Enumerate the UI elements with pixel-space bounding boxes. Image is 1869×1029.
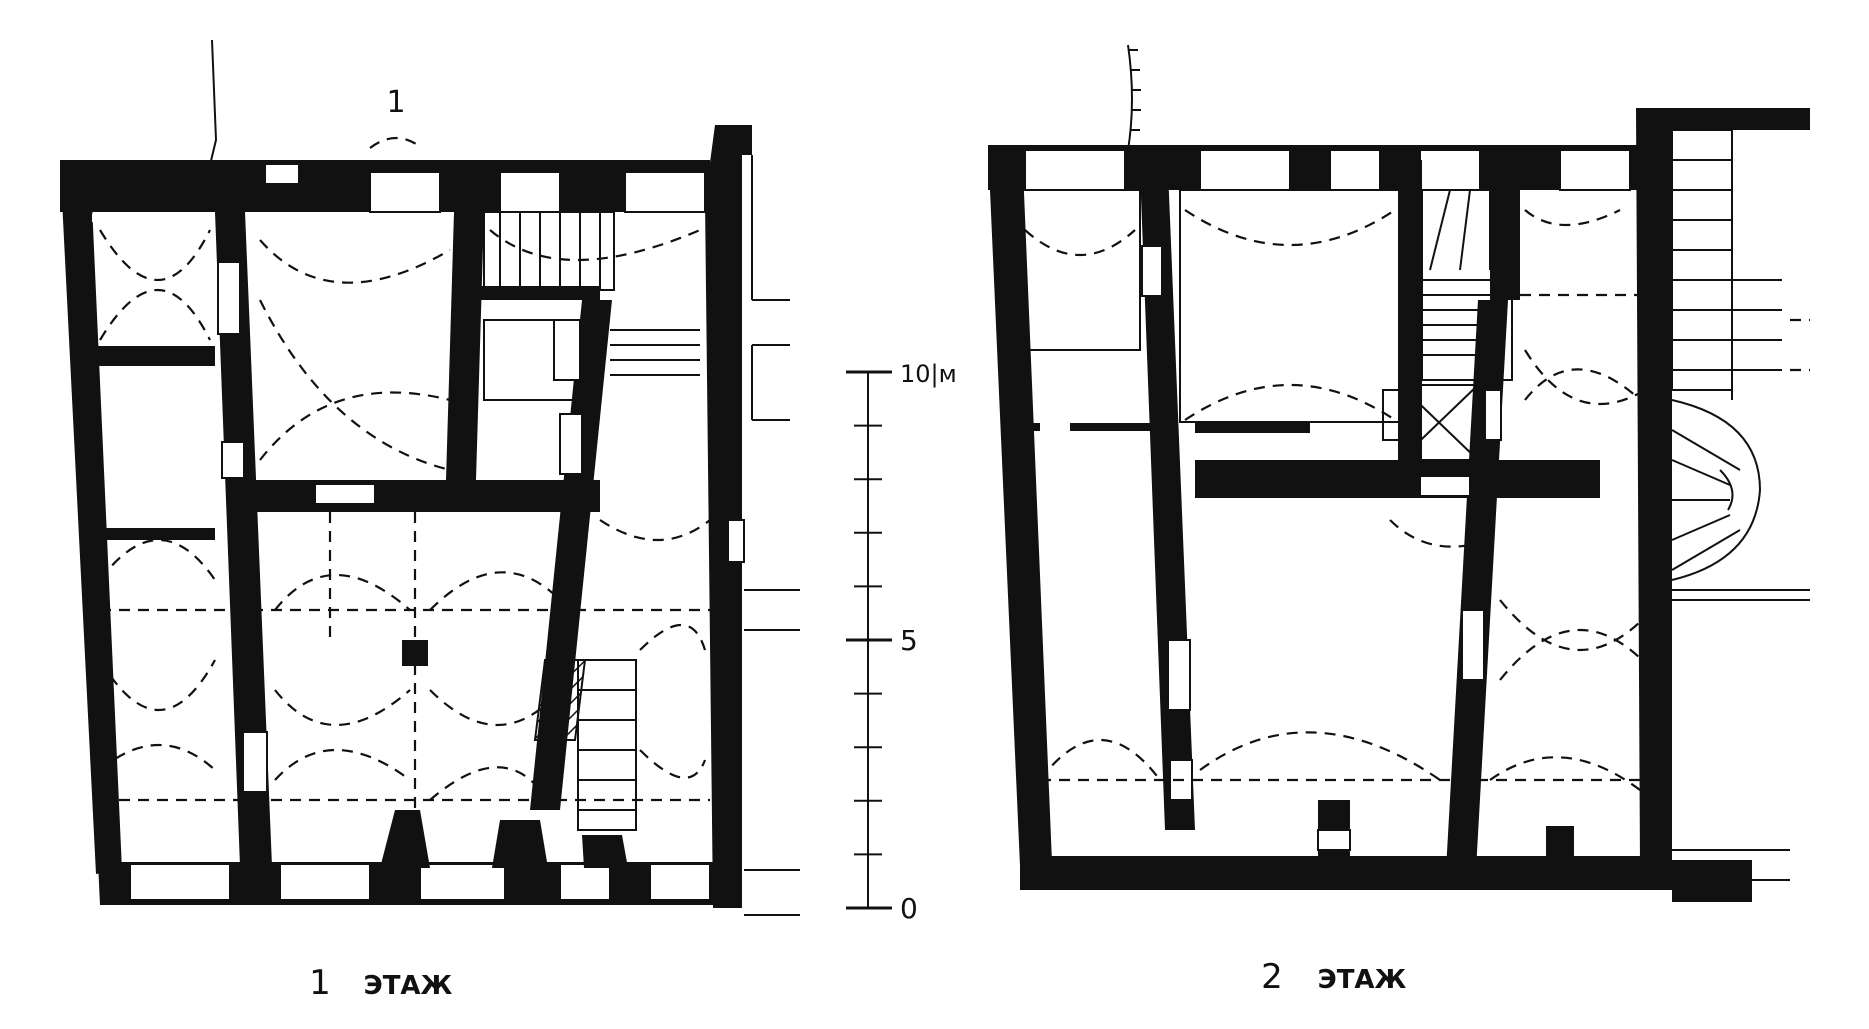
floor1-bottom-window <box>279 863 371 901</box>
floor1-top-window <box>499 171 561 213</box>
floor2-adjacent-lines <box>1672 318 1810 881</box>
floor2-pier-window <box>1317 829 1351 851</box>
floor1-small-room-niche <box>553 319 581 381</box>
floor2-vaults <box>1024 209 1661 791</box>
floor1-pier <box>582 835 628 868</box>
floor1-number: 1 <box>309 963 331 1003</box>
floor2-top-window <box>1559 149 1631 191</box>
floor2-wall-b <box>1195 460 1600 498</box>
floor1-wall-f <box>96 528 215 540</box>
scale-bar-ticks <box>846 370 892 910</box>
floor1-pier <box>380 810 430 868</box>
floor2-stair-top <box>1421 189 1513 381</box>
floor2-wall-e <box>1446 300 1508 870</box>
floor2-wall-d <box>1490 160 1520 300</box>
floor1-bottom-window <box>419 863 506 901</box>
floor2-door <box>1461 609 1485 681</box>
floor1-stair-upper <box>483 211 700 376</box>
floor1-bottom-window <box>129 863 231 901</box>
scale-bar-label-mid: 5 <box>900 624 918 657</box>
floor2-label: ЭТАЖ <box>1318 965 1407 995</box>
floor1-top-window <box>624 171 706 213</box>
section-marker-arc <box>369 136 423 149</box>
floor2-door <box>1141 245 1163 297</box>
floor2-flue-hatch <box>1128 49 1141 131</box>
floor2-wall-g <box>1010 423 1040 431</box>
floor1-top-window <box>264 163 300 185</box>
floor2-door <box>1167 639 1191 711</box>
floor1-wall-e <box>90 346 215 366</box>
scale-bar-label-top: 10|м <box>900 360 957 388</box>
floor1-wall-b <box>446 212 484 480</box>
floor2-room-top-left <box>1021 189 1141 351</box>
floor1-stair-hatched <box>533 659 587 741</box>
floor2-outer-wall-left <box>988 145 1052 866</box>
floor1-pier <box>492 820 548 868</box>
floor2-top-window <box>1329 149 1381 191</box>
floor2-number: 2 <box>1261 957 1283 997</box>
floor2-outer-wall-right <box>1636 108 1810 866</box>
floor1-door <box>727 519 745 563</box>
scale-bar: 10|м 5 0 <box>846 360 957 925</box>
scale-bar-label-bottom: 0 <box>900 892 918 925</box>
floor2-room-upper <box>1179 189 1401 423</box>
floor1-bottom-window <box>649 863 711 901</box>
floor2-plan <box>988 44 1810 902</box>
floor1-wall-a <box>215 212 272 866</box>
floor1-adjacent-lines <box>744 155 800 916</box>
floor2-top-window <box>1024 149 1126 191</box>
floor2-top-window <box>1419 149 1481 191</box>
floor2-flue <box>1127 44 1133 151</box>
floor1-outer-wall-left <box>60 160 122 874</box>
floor2-wall-h <box>1195 423 1310 433</box>
floor1-outer-wall-right <box>705 125 752 908</box>
floor1-top-window <box>369 171 441 213</box>
floor1-flue <box>209 39 218 166</box>
floor1-bottom-window <box>559 863 611 901</box>
floor2-door <box>1419 475 1471 497</box>
floor2-stair-right <box>1671 129 1810 601</box>
floor1-plan: 1 <box>60 39 800 916</box>
floor2-pier <box>1546 826 1574 866</box>
floor2-wall-f <box>1070 423 1160 431</box>
floor2-top-window <box>1199 149 1291 191</box>
floor1-door <box>314 483 376 505</box>
section-marker: 1 <box>386 85 405 120</box>
floor2-outer-wall-bottom <box>1020 856 1672 890</box>
floor2-cross-vault <box>1399 384 1479 461</box>
floor1-top-opening <box>92 214 210 222</box>
floor2-wall-c <box>1398 160 1422 460</box>
floor1-vaults <box>99 228 711 860</box>
floor2-door <box>1484 389 1502 441</box>
floor1-door <box>559 413 583 475</box>
floor1-wall-c <box>245 480 600 512</box>
floor1-door <box>221 441 245 479</box>
floor1-stair-lower <box>577 659 637 831</box>
floor1-door <box>217 261 241 335</box>
floor1-label: ЭТАЖ <box>364 971 453 1001</box>
floor1-door <box>242 731 268 793</box>
